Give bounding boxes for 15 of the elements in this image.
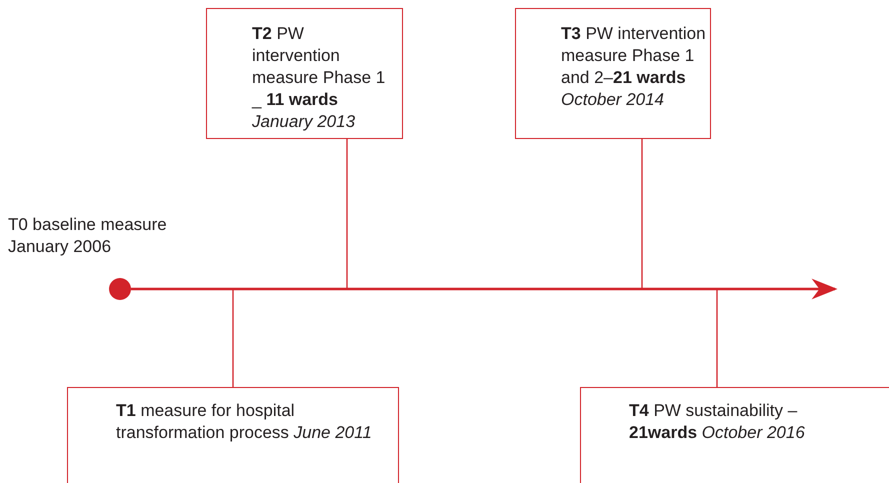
milestone-text: T3 PW intervention measure Phase 1 and 2–21 wards October 2014 [561,23,706,111]
milestone-box [67,387,399,483]
milestone-box [515,8,711,139]
timeline-arrow [131,278,838,300]
connector-line [716,289,718,387]
milestone-label: T0 baseline measure January 2006 [8,214,168,258]
milestone-text: T1 measure for hospital transformation process June 2011 [116,400,373,444]
timeline-start-dot [109,278,131,300]
connector-line [232,289,234,387]
connector-line [641,139,643,289]
connector-line [346,139,348,289]
milestone-box [206,8,403,139]
milestone-text: T4 PW sustainability –21wards October 2016 [629,400,806,444]
milestone-text: T2 PW intervention measure Phase 1 _ 11 wards January 2013 [252,23,386,133]
milestone-box [580,387,889,483]
